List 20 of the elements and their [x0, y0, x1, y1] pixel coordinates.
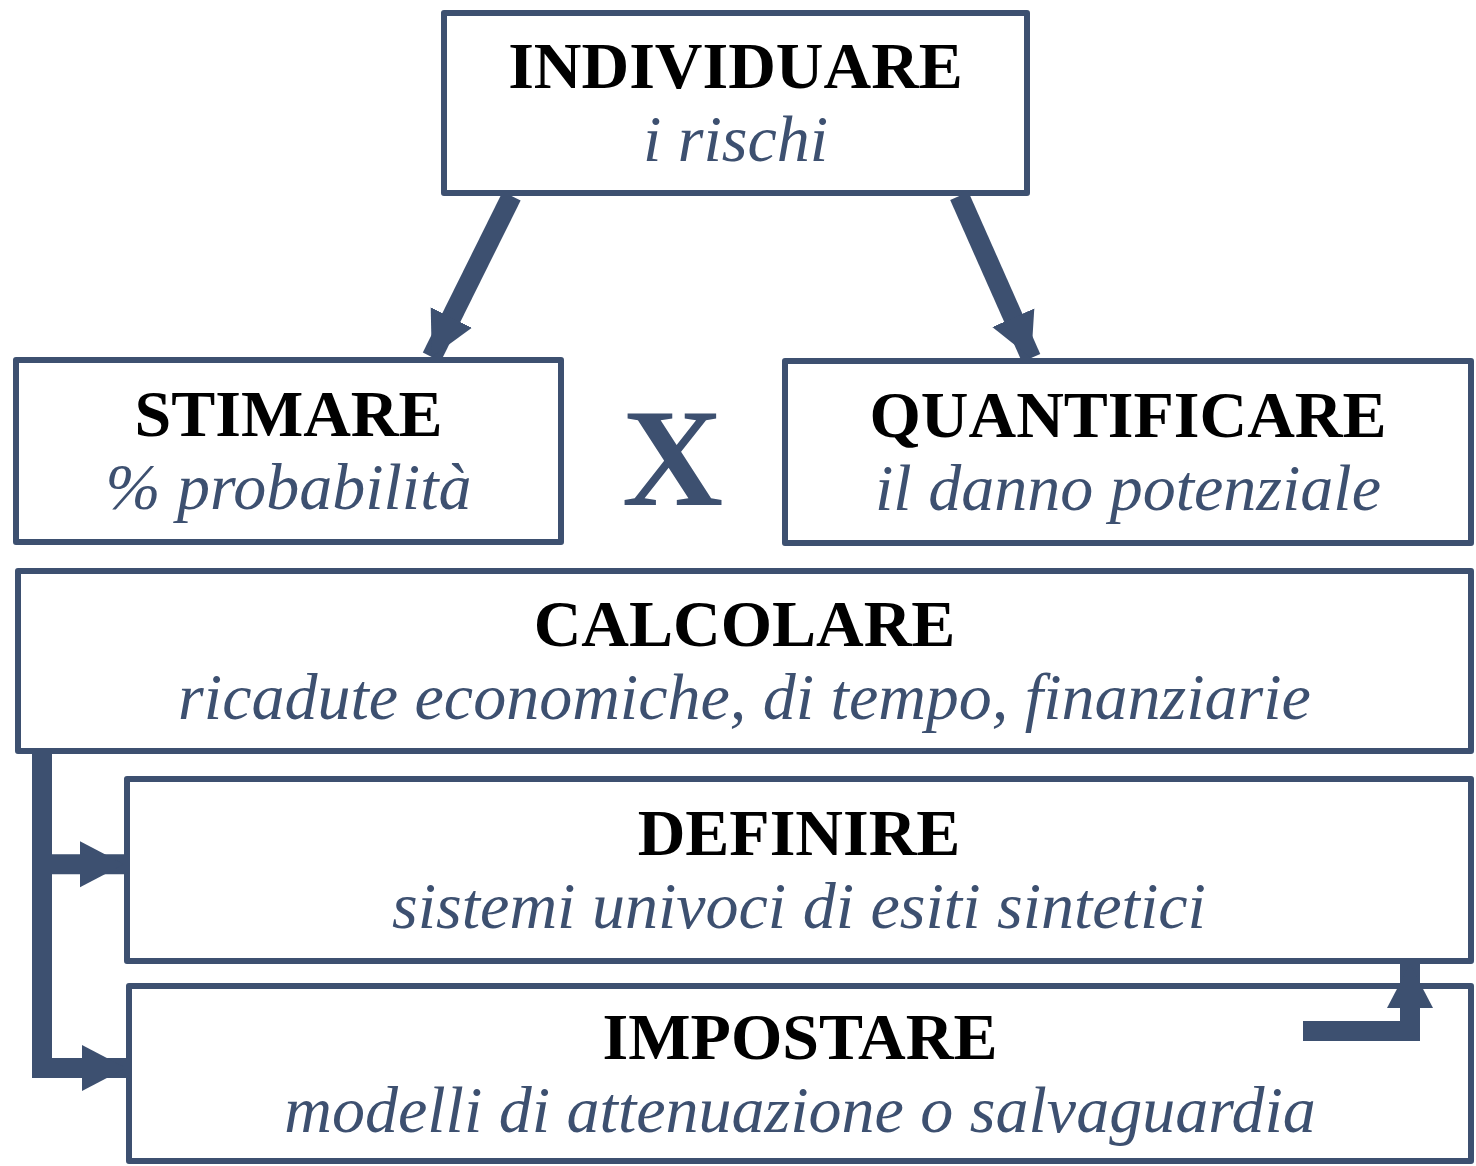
step-description: % probabilità — [105, 451, 472, 524]
process-box — [13, 357, 564, 545]
step-description: sistemi univoci di esiti sintetici — [392, 870, 1206, 943]
arrow — [1303, 964, 1433, 1041]
step-title: DEFINIRE — [637, 797, 961, 870]
process-box — [782, 358, 1474, 546]
process-box — [124, 776, 1474, 964]
step-title: IMPOSTARE — [602, 1000, 998, 1074]
process-box — [15, 568, 1474, 754]
step-description: il danno potenziale — [875, 452, 1381, 525]
multiply-sign: X — [622, 388, 724, 528]
step-description: ricadute economiche, di tempo, finanziarie — [178, 661, 1311, 734]
step-title: QUANTIFICARE — [869, 379, 1387, 452]
step-title: INDIVIDUARE — [508, 30, 963, 103]
process-box — [441, 10, 1030, 196]
step-title: STIMARE — [134, 378, 443, 451]
step-title: CALCOLARE — [533, 588, 956, 661]
step-description: i rischi — [642, 103, 829, 176]
process-box — [126, 983, 1474, 1164]
step-description: modelli di attenuazione o salvaguardia — [284, 1073, 1316, 1147]
